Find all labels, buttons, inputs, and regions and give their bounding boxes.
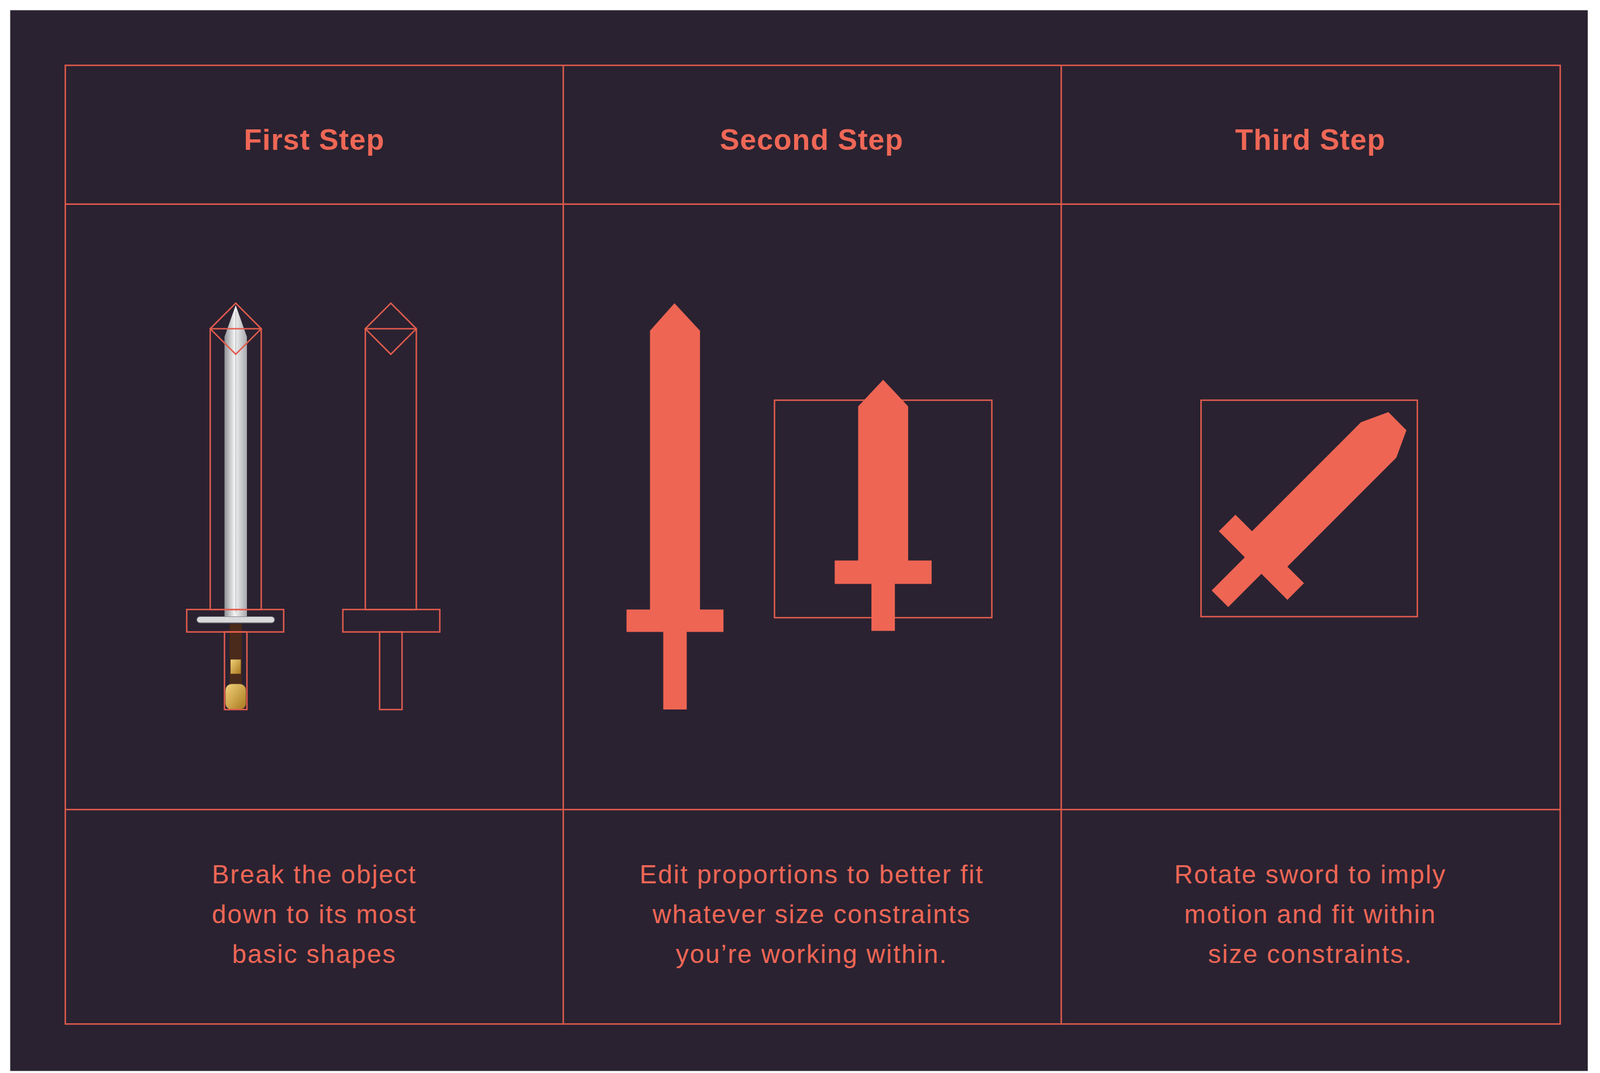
- sword-blade: [224, 304, 247, 617]
- resized-sword: [834, 379, 932, 631]
- sword-pommel: [225, 684, 246, 710]
- column-divider: [562, 65, 564, 1025]
- table-frame: [65, 65, 1561, 1025]
- background: [9, 9, 1588, 1071]
- blade-outline: [210, 328, 262, 610]
- step-caption: Edit proportions to better fit whatever …: [624, 854, 999, 974]
- column-divider: [1060, 65, 1062, 1025]
- blade-outline: [365, 328, 417, 610]
- step-caption: Break the object down to its most basic …: [194, 854, 435, 974]
- sword-guard: [197, 616, 276, 623]
- step-caption: Rotate sword to imply motion and fit wit…: [1164, 854, 1457, 974]
- handle-outline: [224, 632, 247, 710]
- guard-outline: [342, 609, 441, 632]
- guard-outline: [186, 609, 284, 632]
- column-header: First Step: [91, 122, 537, 158]
- grip-band: [230, 659, 241, 674]
- sword-grip: [229, 623, 242, 686]
- column-header: Third Step: [1087, 122, 1533, 158]
- row-divider: [65, 203, 1561, 205]
- handle-outline: [379, 632, 403, 710]
- rotated-sword: [1185, 386, 1432, 634]
- blade-fuller: [235, 311, 237, 613]
- row-divider: [65, 808, 1561, 810]
- column-header: Second Step: [589, 122, 1035, 158]
- simplified-sword: [626, 303, 724, 710]
